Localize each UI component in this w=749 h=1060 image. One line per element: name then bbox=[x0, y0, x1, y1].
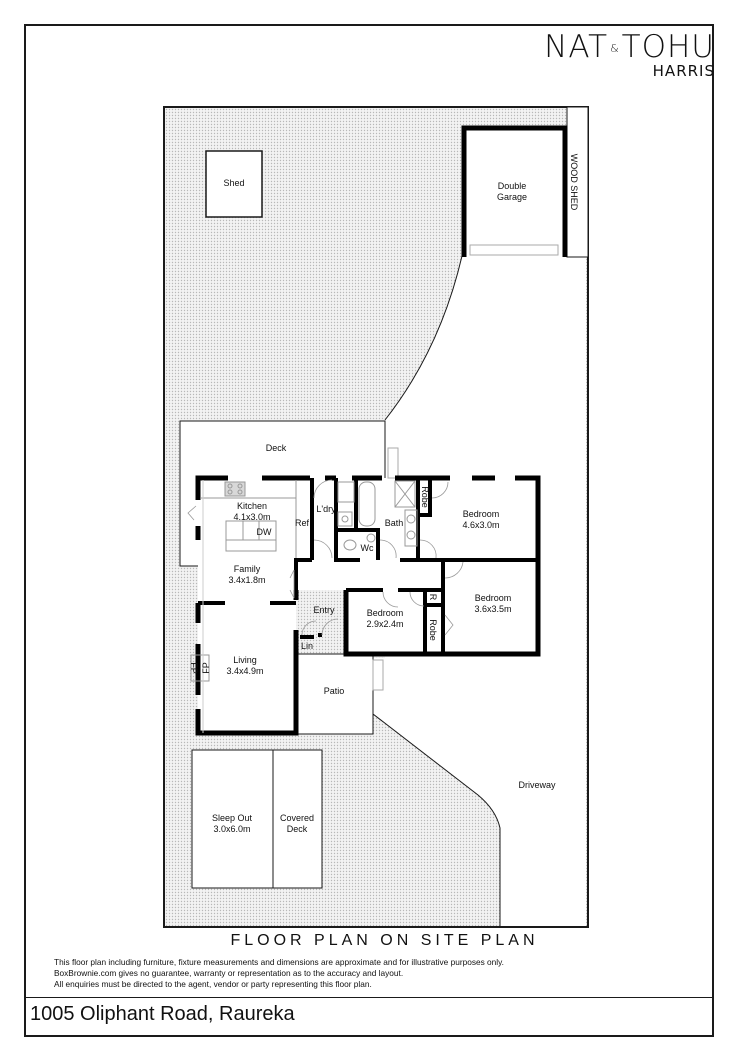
page-frame bbox=[24, 24, 714, 1037]
label-fp-2: FP bbox=[201, 662, 211, 674]
house bbox=[187, 447, 541, 736]
label-r: R bbox=[428, 594, 438, 601]
label-entry: Entry bbox=[313, 605, 335, 615]
label-garage-1: Double bbox=[498, 181, 527, 191]
double-garage bbox=[461, 125, 568, 257]
disclaimer-line-1: This floor plan including furniture, fix… bbox=[54, 957, 504, 967]
label-ref: Ref bbox=[295, 518, 310, 528]
fireplace-icon bbox=[190, 654, 210, 682]
door-swings bbox=[187, 479, 464, 636]
shed bbox=[205, 150, 263, 218]
label-bedroom-1: Bedroom bbox=[463, 509, 500, 519]
property-address: 1005 Oliphant Road, Raureka bbox=[30, 1003, 295, 1025]
label-dw: DW bbox=[257, 527, 272, 537]
label-bedroom-1-size: 4.6x3.0m bbox=[462, 520, 499, 530]
brand-ampersand: & bbox=[610, 42, 620, 55]
brand-logo: NAT&TOHU HARRIS bbox=[544, 30, 715, 80]
brand-name: NAT&TOHU bbox=[544, 30, 715, 64]
brand-name-left: NAT bbox=[544, 29, 609, 65]
label-sleep-out-size: 3.0x6.0m bbox=[213, 824, 250, 834]
stove-icon bbox=[224, 481, 246, 497]
label-bedroom-2-size: 2.9x2.4m bbox=[366, 619, 403, 629]
interior-walls bbox=[198, 478, 538, 654]
label-bedroom-3: Bedroom bbox=[475, 593, 512, 603]
sleep-out bbox=[191, 749, 274, 889]
covered-deck bbox=[272, 749, 323, 889]
label-fp-1: FP bbox=[189, 662, 199, 674]
label-covered-deck-2: Deck bbox=[287, 824, 308, 834]
fixtures bbox=[190, 480, 418, 733]
label-living-size: 3.4x4.9m bbox=[226, 666, 263, 676]
toilet-icon bbox=[343, 539, 357, 551]
label-family: Family bbox=[234, 564, 261, 574]
label-wood-shed: WOOD SHED bbox=[569, 154, 579, 211]
address-bar bbox=[24, 997, 714, 1037]
label-wc: Wc bbox=[361, 543, 374, 553]
label-bedroom-3-size: 3.6x3.5m bbox=[474, 604, 511, 614]
label-bedroom-2: Bedroom bbox=[367, 608, 404, 618]
label-patio: Patio bbox=[324, 686, 345, 696]
label-robe-1: Robe bbox=[420, 486, 430, 508]
kitchen-island bbox=[225, 520, 277, 552]
label-driveway: Driveway bbox=[518, 780, 556, 790]
label-kitchen: Kitchen bbox=[237, 501, 267, 511]
disclaimer: This floor plan including furniture, fix… bbox=[54, 957, 504, 990]
label-family-size: 3.4x1.8m bbox=[228, 575, 265, 585]
label-living: Living bbox=[233, 655, 257, 665]
label-covered-deck-1: Covered bbox=[280, 813, 314, 823]
exterior-walls bbox=[195, 475, 541, 736]
label-laundry: L'dry bbox=[316, 504, 336, 514]
patio bbox=[295, 653, 374, 735]
bathtub-icon bbox=[358, 481, 376, 527]
sleep-out-building bbox=[191, 749, 323, 889]
label-deck: Deck bbox=[266, 443, 287, 453]
brand-subtitle: HARRIS bbox=[652, 62, 715, 80]
label-kitchen-size: 4.1x3.0m bbox=[233, 512, 270, 522]
label-sleep-out: Sleep Out bbox=[212, 813, 253, 823]
room-labels: Shed Double Garage WOOD SHED Deck Kitche… bbox=[189, 154, 579, 834]
label-robe-2: Robe bbox=[428, 619, 438, 641]
label-bath: Bath bbox=[385, 518, 404, 528]
brand-name-right: TOHU bbox=[621, 29, 715, 65]
plan-title: FLOOR PLAN ON SITE PLAN bbox=[230, 932, 539, 949]
label-lin: Lin bbox=[301, 641, 313, 651]
disclaimer-line-2: BoxBrownie.com gives no guarantee, warra… bbox=[54, 968, 404, 978]
label-garage-2: Garage bbox=[497, 192, 527, 202]
disclaimer-line-3: All enquiries must be directed to the ag… bbox=[54, 979, 372, 989]
label-shed: Shed bbox=[223, 178, 244, 188]
